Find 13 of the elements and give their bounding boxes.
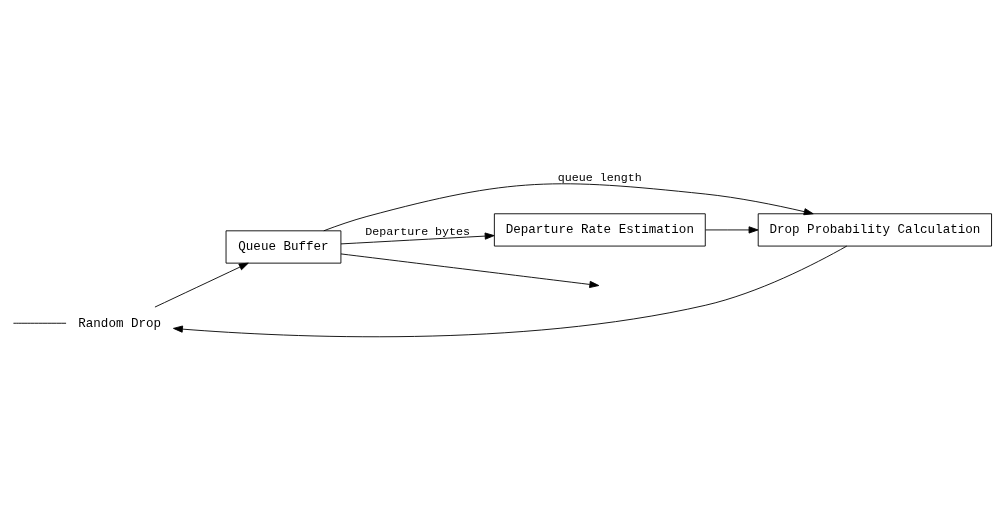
arrow [173,245,848,337]
arrow [705,225,759,233]
edge-label: queue length [557,170,642,185]
node-box: Queue Buffer [225,229,342,264]
arrow [340,232,495,244]
node-box: Departure Rate Estimation [493,212,706,247]
edge-label: Departure bytes [365,224,471,239]
node-text: Random Drop [78,316,162,331]
connector [13,322,67,324]
arrow [154,262,249,308]
node-box: Drop Probability Calculation [757,212,992,247]
arrow [323,182,814,231]
arrow [340,252,600,288]
